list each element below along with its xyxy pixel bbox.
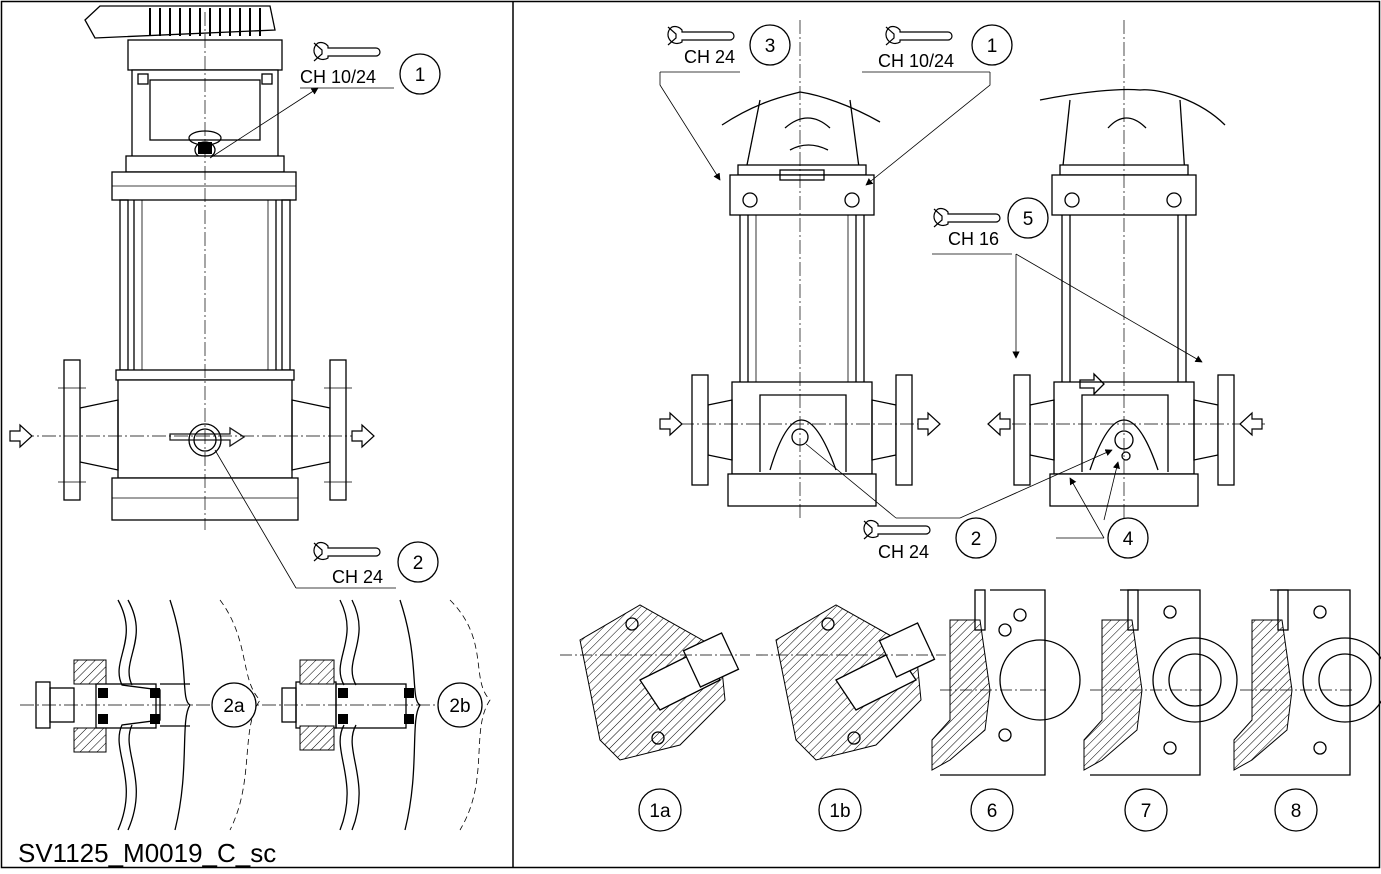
wrench-icon bbox=[863, 519, 931, 540]
callout-1-right: 1 CH 10/24 bbox=[878, 24, 1013, 71]
svg-text:5: 5 bbox=[1023, 209, 1034, 230]
svg-text:1a: 1a bbox=[649, 801, 671, 822]
callout-2a: 2a bbox=[211, 682, 257, 728]
detail-1b bbox=[756, 604, 946, 761]
flow-arrow-icon bbox=[1239, 412, 1263, 436]
svg-text:3: 3 bbox=[765, 36, 776, 57]
svg-text:1: 1 bbox=[415, 65, 426, 86]
right-pump-view-b bbox=[987, 20, 1265, 520]
svg-text:2: 2 bbox=[971, 529, 982, 550]
detail-2a-2b bbox=[20, 599, 491, 831]
callout-1b: 1b bbox=[818, 788, 862, 832]
callout-2b: 2b bbox=[437, 682, 483, 728]
flow-arrow-icon bbox=[987, 412, 1011, 436]
svg-text:2: 2 bbox=[413, 553, 424, 574]
drawing-code: SV1125_M0019_C_sc bbox=[18, 838, 276, 868]
svg-text:4: 4 bbox=[1123, 529, 1134, 550]
svg-text:8: 8 bbox=[1291, 801, 1302, 822]
svg-text:1b: 1b bbox=[829, 801, 850, 822]
flow-arrow-icon bbox=[917, 412, 941, 436]
wrench-icon bbox=[313, 541, 381, 562]
svg-text:2a: 2a bbox=[223, 696, 245, 717]
callout-5: 5 CH 16 bbox=[933, 197, 1049, 249]
wrench-size-label: CH 10/24 bbox=[300, 67, 376, 87]
wrench-size-label: CH 16 bbox=[948, 229, 999, 249]
flow-arrow-icon bbox=[9, 424, 33, 448]
callout-7: 7 bbox=[1124, 788, 1168, 832]
wrench-size-label: CH 10/24 bbox=[878, 51, 954, 71]
callout-2-right: 2 CH 24 bbox=[863, 517, 997, 562]
right-pump-view-a bbox=[659, 20, 941, 520]
flow-arrow-icon bbox=[659, 412, 683, 436]
wrench-icon bbox=[933, 207, 1001, 228]
left-pump-drawing bbox=[9, 5, 491, 831]
callout-3: 3 CH 24 bbox=[667, 24, 791, 67]
leader-lines bbox=[659, 71, 1203, 539]
flow-arrow-icon bbox=[351, 424, 375, 448]
wrench-icon bbox=[313, 41, 381, 62]
callout-1a: 1a bbox=[638, 788, 682, 832]
wrench-icon bbox=[667, 25, 735, 46]
detail-8 bbox=[1233, 589, 1381, 776]
callout-2-left: 2 CH 24 bbox=[313, 541, 439, 587]
detail-7 bbox=[1083, 589, 1238, 776]
callout-6: 6 bbox=[970, 788, 1014, 832]
wrench-size-label: CH 24 bbox=[332, 567, 383, 587]
svg-text:7: 7 bbox=[1141, 801, 1152, 822]
detail-6 bbox=[931, 589, 1081, 776]
wrench-size-label: CH 24 bbox=[878, 542, 929, 562]
svg-text:2b: 2b bbox=[449, 696, 470, 717]
svg-text:6: 6 bbox=[987, 801, 998, 822]
wrench-icon bbox=[885, 25, 953, 46]
callout-1-left: 1 CH 10/24 bbox=[300, 41, 441, 95]
svg-text:1: 1 bbox=[987, 36, 998, 57]
detail-1a bbox=[560, 604, 750, 761]
callout-8: 8 bbox=[1274, 788, 1318, 832]
callout-4: 4 bbox=[1107, 517, 1149, 559]
wrench-size-label: CH 24 bbox=[684, 47, 735, 67]
